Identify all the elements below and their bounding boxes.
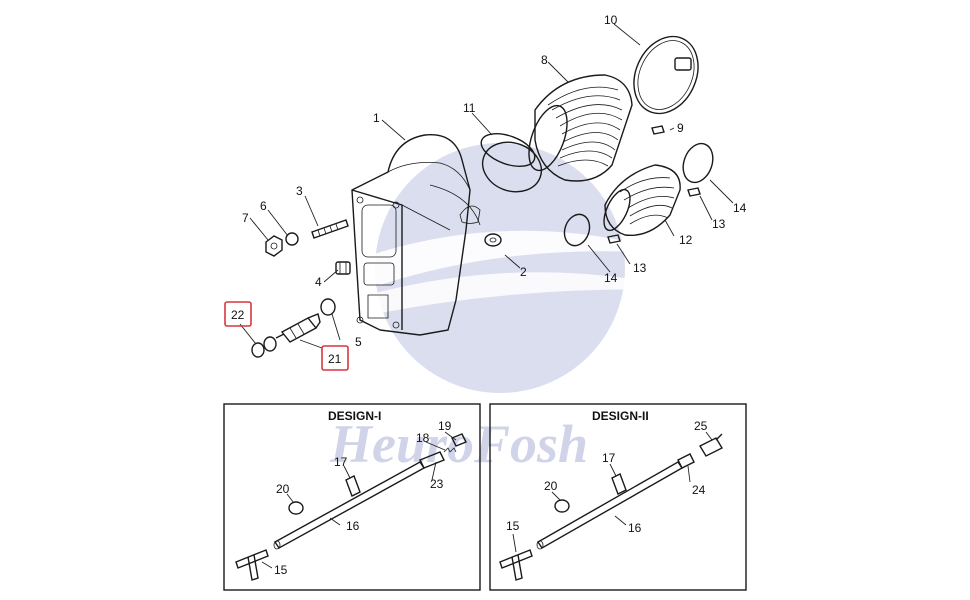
- washer-part-2: [484, 233, 502, 247]
- callout-13b: 13: [633, 261, 647, 275]
- callout-21: 21: [328, 352, 342, 366]
- callout-4: 4: [315, 275, 322, 289]
- callout-12: 12: [679, 233, 693, 247]
- plug-part-4: [335, 261, 351, 275]
- callout-11: 11: [463, 101, 476, 115]
- oring-part-5: [320, 298, 336, 316]
- housing-part-1: [351, 134, 481, 336]
- design-1-callout-19: 19: [438, 419, 452, 433]
- sender-part-21: [275, 313, 321, 343]
- watermark: HeuroFosh: [329, 143, 690, 474]
- bellows-part-8: [528, 74, 633, 182]
- watermark-swoosh: [330, 230, 680, 285]
- design-1-title: DESIGN-I: [328, 409, 381, 423]
- bellows-part-12: [603, 164, 681, 237]
- design-1-callout-16: 16: [346, 519, 360, 533]
- design-2-panel: DESIGN-II 25 17 20 24 16 15: [489, 403, 747, 591]
- clip-part-13b: [607, 234, 621, 244]
- design-1-callout-17: 17: [334, 455, 348, 469]
- clip-part-9: [651, 125, 665, 135]
- highlighted-callouts: 22 21: [224, 301, 349, 371]
- design-1-callout-15: 15: [274, 563, 288, 577]
- clamp-part-10: [633, 35, 699, 115]
- ring-part-11: [480, 133, 543, 193]
- callout-14a: 14: [733, 201, 747, 215]
- highlight-box-21: [321, 345, 349, 371]
- nut-part-7: [265, 235, 283, 257]
- washer-part-6: [285, 232, 299, 246]
- design-2-callout-15: 15: [506, 519, 520, 533]
- watermark-text: HeuroFosh: [329, 414, 588, 474]
- design-1-callout-20: 20: [276, 482, 290, 496]
- callout-13a: 13: [712, 217, 726, 231]
- callout-9: 9: [677, 121, 684, 135]
- design-1-callout-23: 23: [430, 477, 444, 491]
- design-2-callout-24: 24: [692, 483, 706, 497]
- leader-lines: [239, 23, 734, 349]
- callout-6: 6: [260, 199, 267, 213]
- watermark-globe: [375, 143, 625, 393]
- design-2-callout-20: 20: [544, 479, 558, 493]
- callout-8: 8: [541, 53, 548, 67]
- design-2-callout-16: 16: [628, 521, 642, 535]
- design-2-callout-25: 25: [694, 419, 708, 433]
- design-1-callout-18: 18: [416, 431, 430, 445]
- callout-22: 22: [231, 308, 245, 322]
- callout-5: 5: [355, 335, 362, 349]
- callout-2: 2: [520, 265, 527, 279]
- design-1-panel: DESIGN-I 19 18 17 20 16 23 15: [223, 403, 481, 591]
- clamp-part-14a: [682, 142, 714, 184]
- callout-7: 7: [242, 211, 249, 225]
- callout-14b: 14: [604, 271, 618, 285]
- seal-part-22b: [263, 336, 277, 352]
- callouts: 1 2 3 4 5 6 7 8 9 10 11 12 13 13 14 14: [242, 13, 747, 349]
- seal-part-22a: [251, 342, 265, 358]
- clip-part-13a: [687, 187, 701, 197]
- callout-3: 3: [296, 184, 303, 198]
- design-2-title: DESIGN-II: [592, 409, 649, 423]
- stud-part-3: [311, 219, 349, 239]
- highlight-box-22: [224, 301, 252, 327]
- callout-1: 1: [373, 111, 380, 125]
- callout-10: 10: [604, 13, 618, 27]
- clamp-part-14b: [563, 213, 591, 247]
- design-2-callout-17: 17: [602, 451, 616, 465]
